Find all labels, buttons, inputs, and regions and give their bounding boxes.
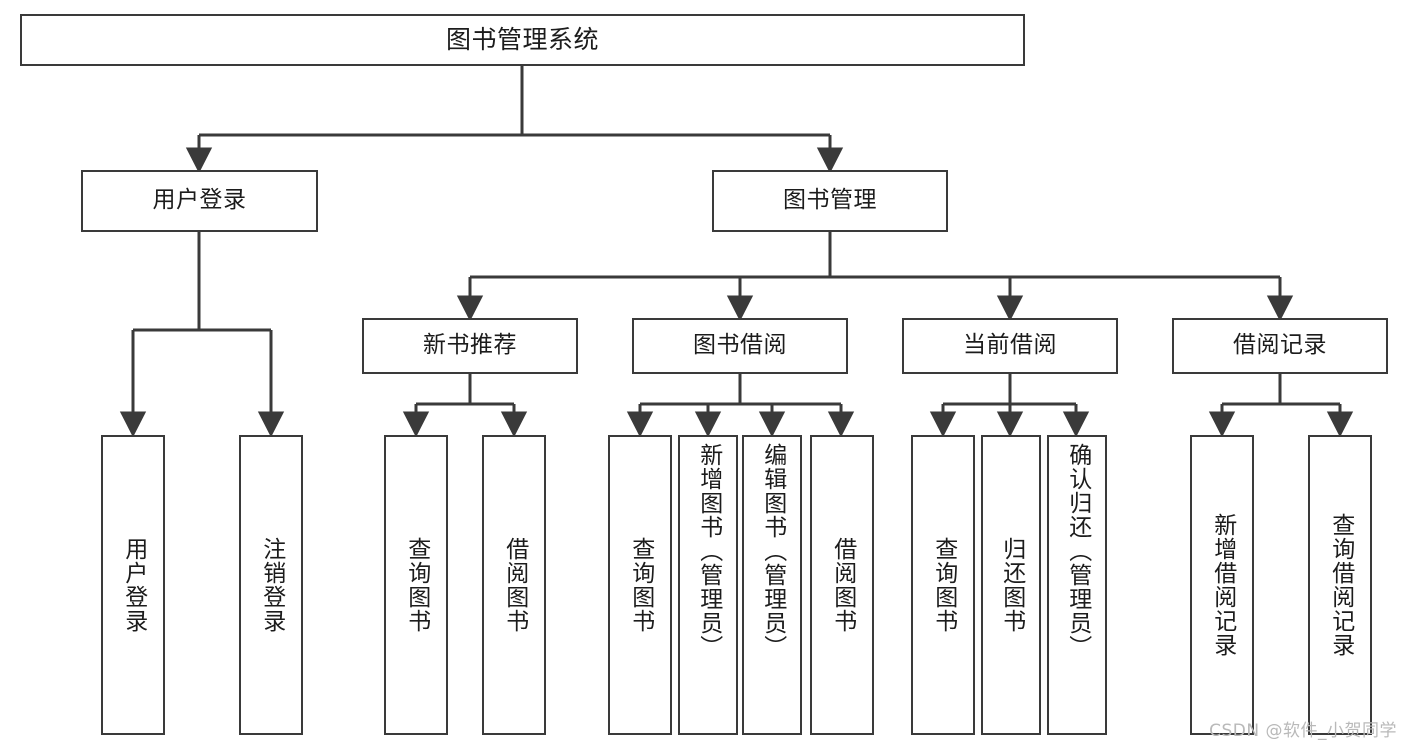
node-label: 编辑图书（管理员） bbox=[759, 443, 786, 659]
node-new-book-recommend[interactable]: 新书推荐 bbox=[362, 318, 578, 374]
node-label: 用户登录 bbox=[152, 187, 247, 214]
node-label: 注销登录 bbox=[258, 537, 285, 633]
node-label: 图书借阅 bbox=[693, 332, 787, 359]
node-book-borrow[interactable]: 图书借阅 bbox=[632, 318, 848, 374]
node-leaf-edit-book[interactable]: 编辑图书（管理员） bbox=[742, 435, 802, 735]
node-label: 图书管理 bbox=[783, 187, 877, 214]
node-label: 查询借阅记录 bbox=[1327, 513, 1354, 657]
node-leaf-user-login[interactable]: 用户登录 bbox=[101, 435, 165, 735]
node-label: 借阅记录 bbox=[1233, 332, 1327, 359]
csdn-watermark: CSDN @软件_小贺同学 bbox=[1209, 721, 1397, 741]
node-leaf-confirm-return[interactable]: 确认归还（管理员） bbox=[1047, 435, 1107, 735]
node-label: 新书推荐 bbox=[423, 332, 517, 359]
node-label: 用户登录 bbox=[120, 537, 147, 633]
node-label: 查询图书 bbox=[930, 537, 957, 633]
node-label: 当前借阅 bbox=[963, 332, 1057, 359]
node-label: 新增借阅记录 bbox=[1209, 513, 1236, 657]
node-leaf-query-book-current[interactable]: 查询图书 bbox=[911, 435, 975, 735]
node-borrow-record[interactable]: 借阅记录 bbox=[1172, 318, 1388, 374]
node-root-book-management-system[interactable]: 图书管理系统 bbox=[20, 14, 1025, 66]
node-book-manage[interactable]: 图书管理 bbox=[712, 170, 948, 232]
node-leaf-user-logout[interactable]: 注销登录 bbox=[239, 435, 303, 735]
node-leaf-query-book-borrow[interactable]: 查询图书 bbox=[608, 435, 672, 735]
node-leaf-borrow-book[interactable]: 借阅图书 bbox=[810, 435, 874, 735]
node-label: 归还图书 bbox=[998, 537, 1025, 633]
node-leaf-borrow-book-recommend[interactable]: 借阅图书 bbox=[482, 435, 546, 735]
node-label: 图书管理系统 bbox=[445, 25, 599, 55]
node-label: 借阅图书 bbox=[501, 537, 528, 633]
node-user-login[interactable]: 用户登录 bbox=[81, 170, 318, 232]
node-label: 确认归还（管理员） bbox=[1064, 443, 1091, 659]
node-label: 查询图书 bbox=[403, 537, 430, 633]
node-leaf-return-book[interactable]: 归还图书 bbox=[981, 435, 1041, 735]
node-leaf-query-book-recommend[interactable]: 查询图书 bbox=[384, 435, 448, 735]
node-leaf-query-borrow-record[interactable]: 查询借阅记录 bbox=[1308, 435, 1372, 735]
node-label: 查询图书 bbox=[627, 537, 654, 633]
node-current-borrow[interactable]: 当前借阅 bbox=[902, 318, 1118, 374]
node-leaf-add-borrow-record[interactable]: 新增借阅记录 bbox=[1190, 435, 1254, 735]
node-leaf-add-book[interactable]: 新增图书（管理员） bbox=[678, 435, 738, 735]
node-label: 新增图书（管理员） bbox=[695, 443, 722, 659]
node-label: 借阅图书 bbox=[829, 537, 856, 633]
